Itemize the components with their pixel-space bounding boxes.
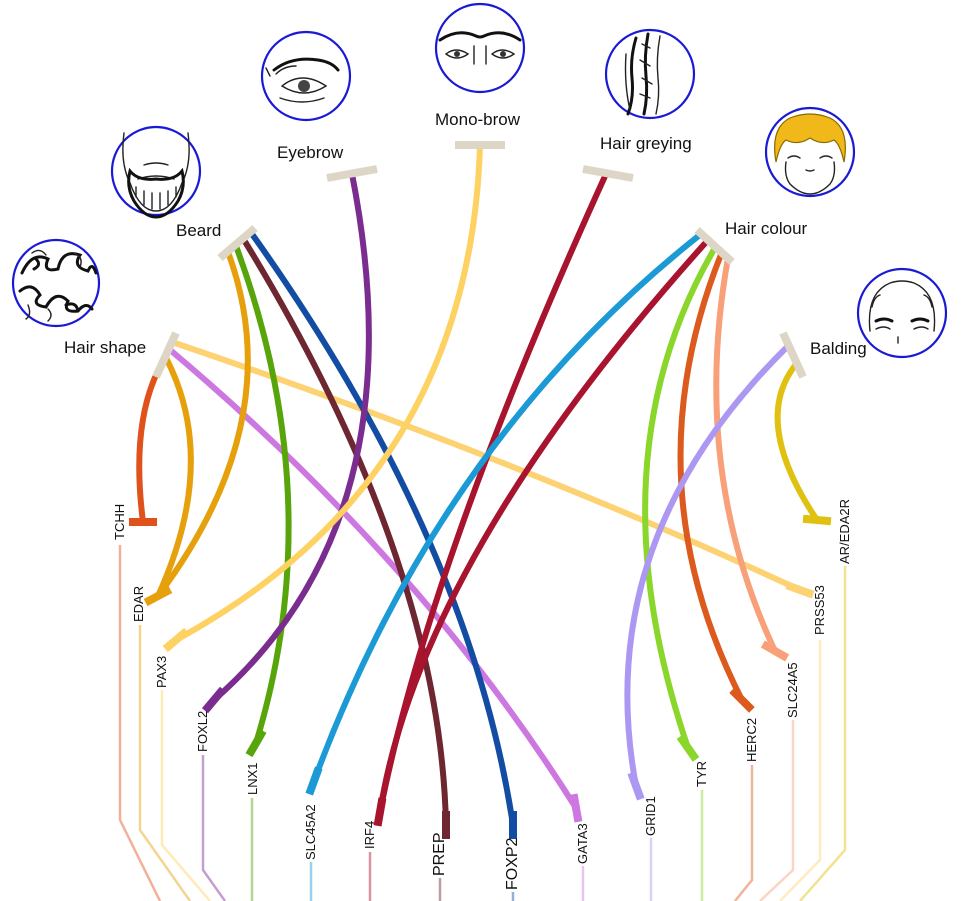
balding-sketch-icon xyxy=(856,267,948,359)
gene-tail-slc24a5 xyxy=(759,720,795,901)
trait-bar-greying xyxy=(582,165,634,182)
link-balding-grid1 xyxy=(624,342,792,787)
gene-cap-tyr xyxy=(676,734,700,762)
gene-label-irf4: IRF4 xyxy=(362,821,377,849)
gene-cap-irf4 xyxy=(373,797,387,827)
link-monobrow-pax3 xyxy=(174,144,483,643)
gene-end-caps xyxy=(129,514,832,839)
trait-label-greying: Hair greying xyxy=(600,134,692,153)
link-colour-irf4 xyxy=(377,237,711,813)
gene-label-grid1: GRID1 xyxy=(643,796,658,836)
gene-cap-herc2 xyxy=(729,687,755,713)
trait-label-shape: Hair shape xyxy=(64,338,146,357)
link-colour-slc24a5 xyxy=(713,257,778,653)
gene-tail-ar_eda2r xyxy=(799,566,847,901)
link-shape-tchh xyxy=(136,361,165,523)
hair-shape-sketch-icon xyxy=(11,238,101,328)
link-shape-edar xyxy=(155,354,194,598)
eyebrow-sketch-icon xyxy=(260,30,352,122)
beard-sketch-icon xyxy=(110,125,202,219)
trait-label-colour: Hair colour xyxy=(725,219,808,238)
gene-label-ar_eda2r: AR/EDA2R xyxy=(837,499,852,564)
gene-label-tchh: TCHH xyxy=(112,504,127,540)
gene-cap-foxl2 xyxy=(201,686,227,714)
gene-label-edar: EDAR xyxy=(131,586,146,622)
monobrow-sketch-icon xyxy=(434,2,526,94)
link-beard-edar xyxy=(155,250,251,598)
gene-label-foxl2: FOXL2 xyxy=(195,711,210,752)
trait-label-beard: Beard xyxy=(176,221,221,240)
gene-label-prep: PREP xyxy=(431,832,448,876)
trait-labels: Eyebrow Mono-brow Hair greying Beard Hai… xyxy=(64,110,867,358)
gene-cap-ar_eda2r xyxy=(802,514,832,526)
gene-cap-pax3 xyxy=(162,627,190,653)
trait-anchor-bars xyxy=(152,141,807,379)
link-shape-gata3 xyxy=(167,346,579,810)
gene-cap-slc24a5 xyxy=(760,640,790,662)
gene-cap-slc45a2 xyxy=(305,766,323,796)
gene-tail-pax3 xyxy=(160,690,211,901)
gene-tail-foxl2 xyxy=(201,755,227,901)
link-beard-foxp2 xyxy=(249,232,516,826)
link-colour-tyr xyxy=(642,244,719,749)
trait-label-eyebrow: Eyebrow xyxy=(277,143,344,162)
gene-cap-edar xyxy=(143,585,173,607)
gene-label-herc2: HERC2 xyxy=(744,718,759,762)
gene-tail-prss53 xyxy=(779,640,822,901)
trait-bar-balding xyxy=(779,331,807,379)
gene-label-slc45a2: SLC45A2 xyxy=(303,804,318,860)
trait-bar-eyebrow xyxy=(326,165,378,182)
link-eyebrow-foxl2 xyxy=(212,173,372,703)
hair-colour-sketch-icon xyxy=(764,106,856,198)
gene-tails xyxy=(118,545,847,901)
trait-bar-beard xyxy=(217,224,258,262)
gene-cap-prss53 xyxy=(785,581,815,599)
trait-gene-links xyxy=(136,144,820,826)
link-balding-ar_eda2r xyxy=(774,361,820,522)
link-colour-herc2 xyxy=(677,250,745,702)
gene-label-prss53: PRSS53 xyxy=(812,585,827,635)
gene-label-pax3: PAX3 xyxy=(154,656,169,688)
link-colour-slc45a2 xyxy=(311,231,703,783)
gene-tail-edar xyxy=(138,625,192,901)
link-beard-lnx1 xyxy=(233,244,292,744)
gene-label-lnx1: LNX1 xyxy=(245,762,260,795)
gene-label-tyr: TYR xyxy=(694,761,709,787)
gene-label-slc24a5: SLC24A5 xyxy=(785,662,800,718)
trait-label-balding: Balding xyxy=(810,339,867,358)
trait-icons xyxy=(11,2,948,359)
trait-label-monobrow: Mono-brow xyxy=(435,110,521,129)
trait-bar-shape xyxy=(152,331,180,379)
gene-label-foxp2: FOXP2 xyxy=(504,837,521,890)
gene-cap-grid1 xyxy=(627,771,645,801)
gene-label-gata3: GATA3 xyxy=(575,823,590,864)
link-beard-prep xyxy=(241,238,449,826)
gene-cap-gata3 xyxy=(569,793,583,823)
hair-greying-sketch-icon xyxy=(604,28,696,120)
gene-tail-tchh xyxy=(118,545,162,901)
trait-bar-colour xyxy=(694,227,735,265)
gene-tail-herc2 xyxy=(734,765,754,901)
gene-cap-lnx1 xyxy=(245,728,267,758)
link-shape-prss53 xyxy=(171,339,802,593)
